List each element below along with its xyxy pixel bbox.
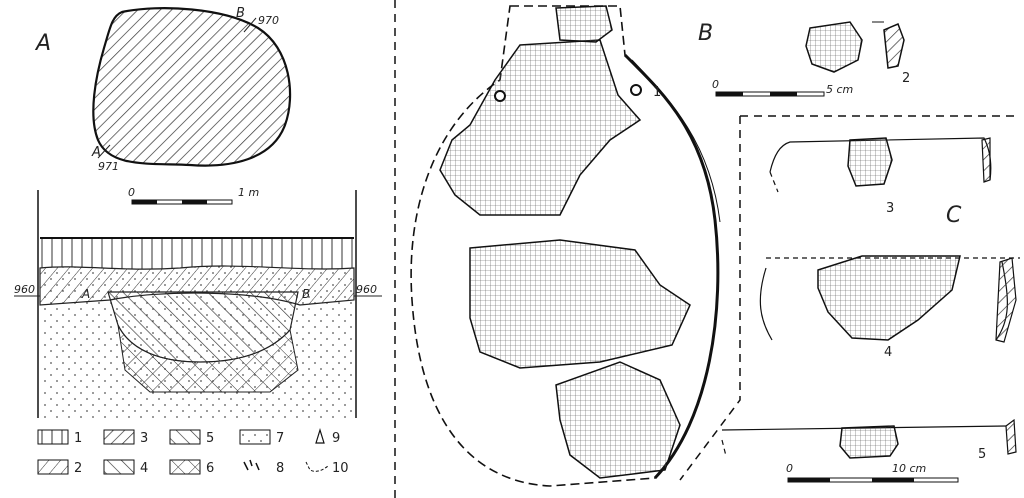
section-line-b bbox=[243, 17, 257, 33]
legend-label-9: 9 bbox=[332, 431, 340, 446]
panel-label-b: B bbox=[698, 21, 713, 46]
panel-label-c: C bbox=[946, 203, 962, 228]
vessel-4 bbox=[759, 255, 1020, 343]
scale-large-start: 0 bbox=[786, 462, 793, 475]
legend-label-3: 3 bbox=[140, 431, 148, 446]
legend-label-10: 10 bbox=[332, 461, 349, 476]
section-elev-left: 960 bbox=[14, 283, 35, 296]
find-number-5: 5 bbox=[978, 447, 986, 462]
section-line-a bbox=[97, 144, 111, 159]
panel-label-a: A bbox=[34, 31, 51, 56]
find-number-2: 2 bbox=[902, 71, 910, 86]
legend-label-4: 4 bbox=[140, 461, 148, 476]
plan-point-a: A bbox=[91, 145, 101, 160]
plan-point-b: B bbox=[236, 6, 245, 21]
legend-label-7: 7 bbox=[276, 431, 284, 446]
scale-small-start: 0 bbox=[712, 78, 719, 91]
plan-elev-a: 971 bbox=[98, 160, 119, 173]
legend-label-6: 6 bbox=[206, 461, 214, 476]
fragment-2 bbox=[805, 21, 905, 73]
scale-bar-large bbox=[787, 477, 959, 483]
vessel-3 bbox=[769, 137, 992, 193]
find-number-4: 4 bbox=[884, 345, 892, 360]
section-point-b: B bbox=[302, 287, 310, 301]
legend-label-5: 5 bbox=[206, 431, 214, 446]
scale-bar-plan bbox=[131, 199, 233, 205]
legend-label-8: 8 bbox=[276, 461, 284, 476]
scale-plan-start: 0 bbox=[128, 186, 135, 199]
scale-small-end: 5 cm bbox=[826, 83, 853, 96]
scale-plan-end: 1 m bbox=[238, 186, 259, 199]
find-number-3: 3 bbox=[886, 201, 894, 216]
legend-label-2: 2 bbox=[74, 461, 82, 476]
scale-large-end: 10 cm bbox=[892, 462, 926, 475]
pit-section bbox=[37, 190, 357, 418]
pit-plan bbox=[92, 7, 292, 167]
panel-c-border bbox=[679, 115, 1020, 481]
legend-label-1: 1 bbox=[74, 431, 82, 446]
vessel-1 bbox=[410, 5, 721, 487]
legend bbox=[37, 427, 329, 475]
vessel-5 bbox=[721, 418, 1017, 459]
scale-bar-small bbox=[715, 91, 825, 97]
section-point-a: A bbox=[81, 287, 90, 301]
plan-elev-b: 970 bbox=[258, 14, 279, 27]
find-number-1: 1 bbox=[653, 85, 661, 100]
section-elev-right: 960 bbox=[356, 283, 377, 296]
